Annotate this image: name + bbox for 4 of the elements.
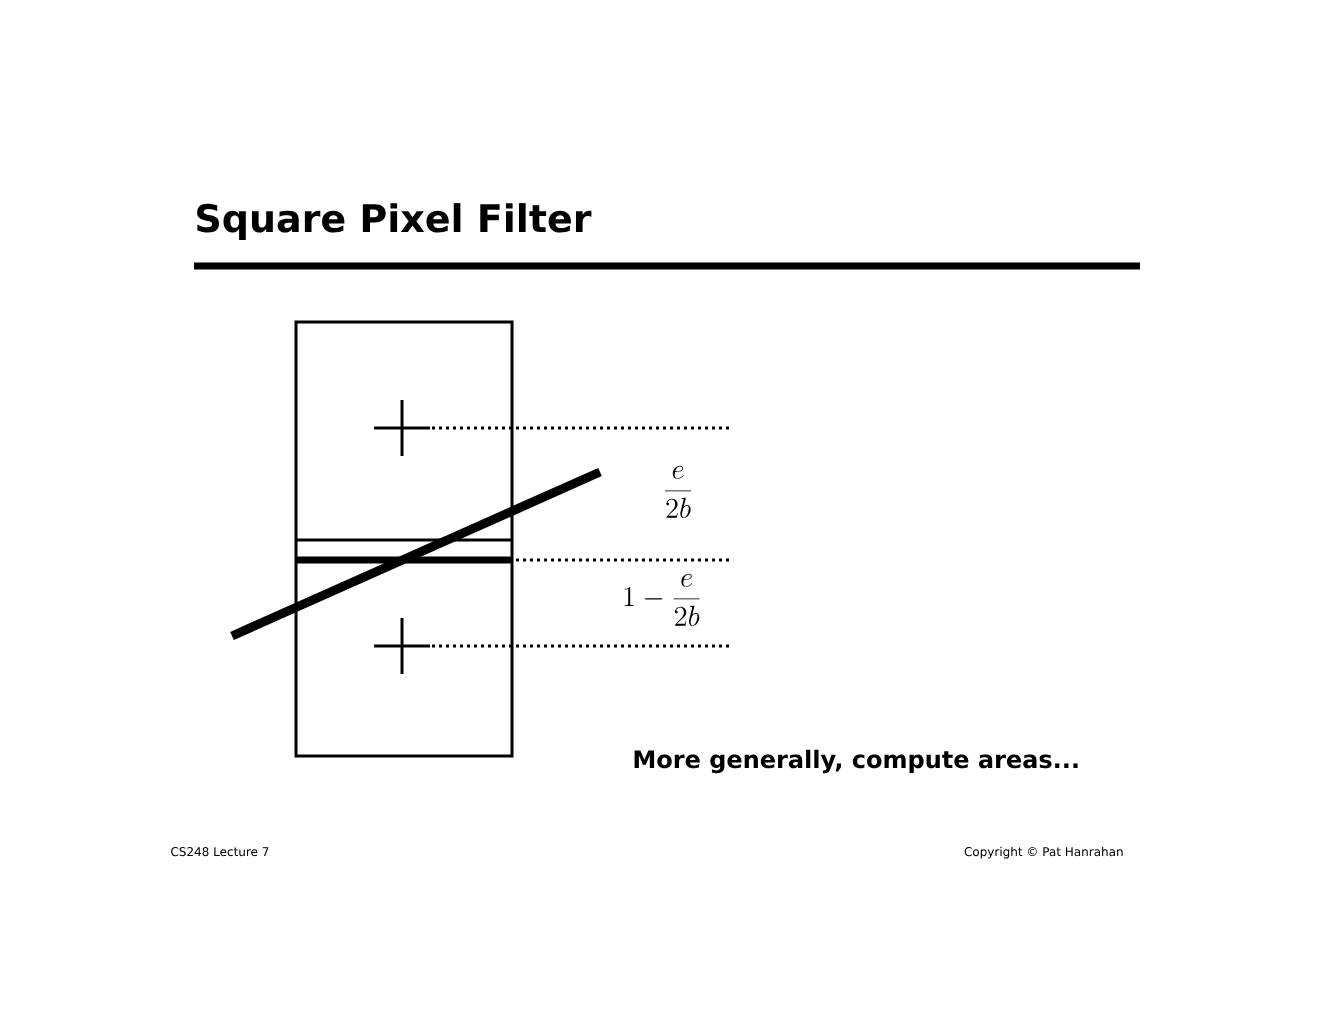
formula-label: $1-\frac{e}{2b}$ [624, 573, 700, 627]
slide-title: Square Pixel Filter [197, 203, 592, 240]
formula-label: $\frac{e}{2b}$ [664, 465, 692, 519]
note-text: More generally, compute areas... [634, 749, 1078, 774]
